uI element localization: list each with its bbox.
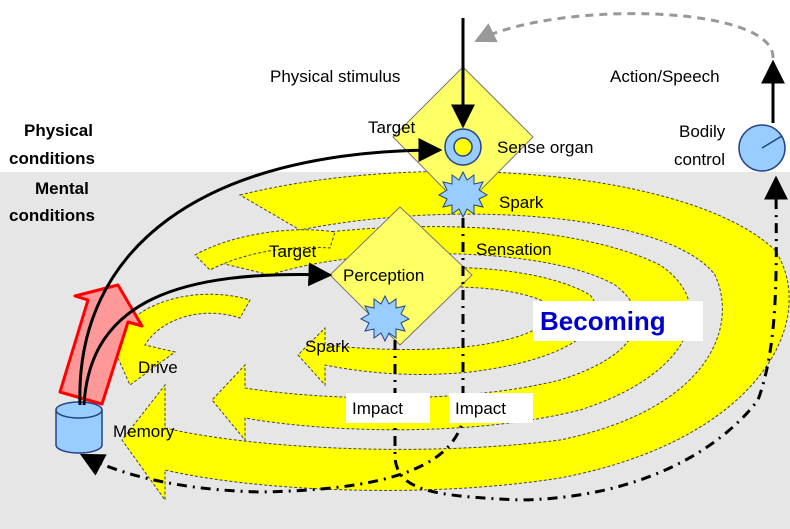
- physical-stimulus-label: Physical stimulus: [270, 67, 400, 86]
- database-cylinder-icon: [55, 401, 103, 454]
- starburst-icon: [437, 170, 489, 219]
- mental-conditions-label-2: conditions: [9, 206, 95, 225]
- action-speech-label: Action/Speech: [610, 67, 720, 86]
- perception-label: Perception: [343, 266, 424, 285]
- spiral-band-2: [198, 226, 691, 442]
- spark-label-top: Spark: [499, 193, 544, 212]
- target-arrow-sense: [78, 138, 443, 406]
- target-label-top: Target: [368, 118, 416, 137]
- physical-conditions-label-2: conditions: [9, 149, 95, 168]
- mental-conditions-label-1: Mental: [35, 179, 89, 198]
- control-label: control: [674, 150, 725, 169]
- memory-label: Memory: [113, 422, 175, 441]
- becoming-spiral: [109, 170, 790, 502]
- feedback-arrow: [474, 12, 775, 59]
- starburst-icon: [359, 294, 411, 343]
- target-arrow-perception: [82, 262, 333, 406]
- sensation-label: Sensation: [476, 240, 552, 259]
- spark-label-mid: Spark: [305, 337, 350, 356]
- spiral-inner-left: [194, 229, 336, 271]
- impact-left-bg: [346, 393, 430, 423]
- becoming-label: Becoming: [540, 306, 666, 336]
- impact-line-perception: [393, 175, 789, 502]
- becoming-bg: [533, 301, 703, 341]
- impact-label-right: Impact: [455, 399, 506, 418]
- impact-right-bg: [449, 393, 533, 423]
- drive-label: Drive: [138, 358, 178, 377]
- impact-label-left: Impact: [352, 399, 403, 418]
- physical-conditions-label-1: Physical: [24, 121, 93, 140]
- bodily-label: Bodily: [679, 122, 726, 141]
- target-label-mid: Target: [269, 242, 317, 261]
- ring-icon-inner: [453, 137, 473, 157]
- spiral-drive-band: [109, 293, 251, 386]
- spiral-band-outer: [121, 170, 790, 502]
- dial-icon: [738, 124, 786, 172]
- perception-diamond: [329, 206, 473, 346]
- sense-organ-label: Sense organ: [497, 138, 593, 157]
